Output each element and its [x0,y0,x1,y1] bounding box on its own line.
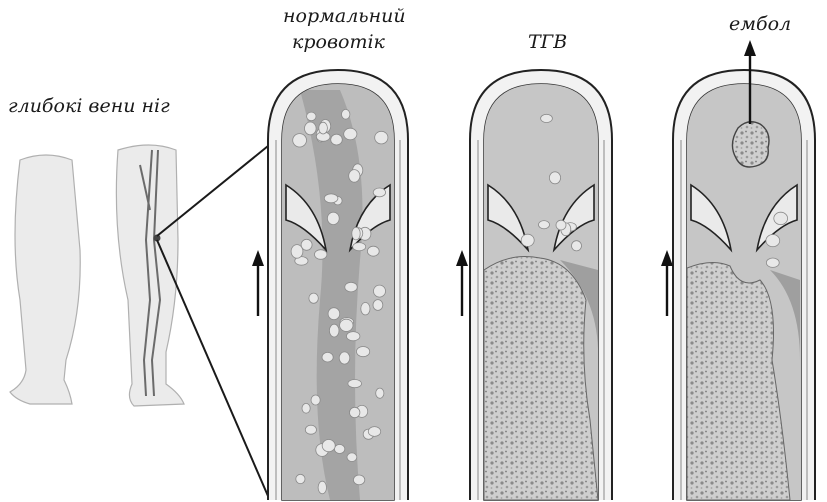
blood-cell [329,324,339,337]
blood-cell [541,114,553,122]
vein-normal [268,70,408,502]
blood-cell [328,308,340,320]
blood-cell [305,425,316,434]
flow-arrow-dvt [456,250,468,316]
blood-cell [345,282,357,292]
blood-cell [353,475,364,485]
blood-cell [348,380,362,388]
blood-cell [318,481,326,494]
zoom-line-bottom [157,240,268,496]
blood-cell [334,445,344,454]
blood-cell [315,250,327,260]
blood-cell [376,388,384,398]
blood-cell [327,212,339,224]
blood-cell [357,347,370,357]
embolus-clot [732,122,769,167]
blood-cell [373,300,383,311]
blood-cell [353,243,366,251]
blood-cell [307,112,316,121]
blood-cell [521,234,534,246]
blood-cell [296,474,305,483]
blood-cell [342,109,350,119]
blood-cell [539,221,550,229]
blood-cell [302,403,310,413]
blood-cell [375,131,388,144]
blood-cell [350,407,360,417]
blood-cell [322,440,335,452]
thrombus [484,257,598,501]
blood-cell [331,134,343,145]
flow-arrow-embolus [661,250,673,316]
blood-cell [374,285,386,297]
blood-cell [368,427,380,437]
left-leg [10,155,80,404]
vein-dvt [470,70,612,502]
vein-embolus [673,70,815,502]
blood-cell [344,128,357,140]
blood-cell [352,227,360,240]
blood-cell [347,453,357,462]
blood-cell [293,134,307,147]
blood-cell [549,172,560,184]
blood-cell [347,332,360,341]
blood-cell [766,258,779,267]
blood-cell [774,212,788,224]
blood-cell [361,303,370,315]
blood-cell [556,220,566,230]
blood-cell [322,352,333,362]
blood-cell [367,246,379,256]
blood-cell [373,188,385,197]
blood-cell [349,170,360,183]
blood-cell [572,241,582,251]
flow-arrow-normal [252,250,264,316]
blood-cell [311,395,320,405]
blood-cell [319,122,328,134]
blood-cell [340,319,353,331]
blood-cell [309,293,318,303]
blood-cell [305,122,317,135]
blood-cell [324,194,338,203]
blood-cell [766,235,780,247]
blood-cell [339,352,350,364]
blood-cell [301,239,312,250]
